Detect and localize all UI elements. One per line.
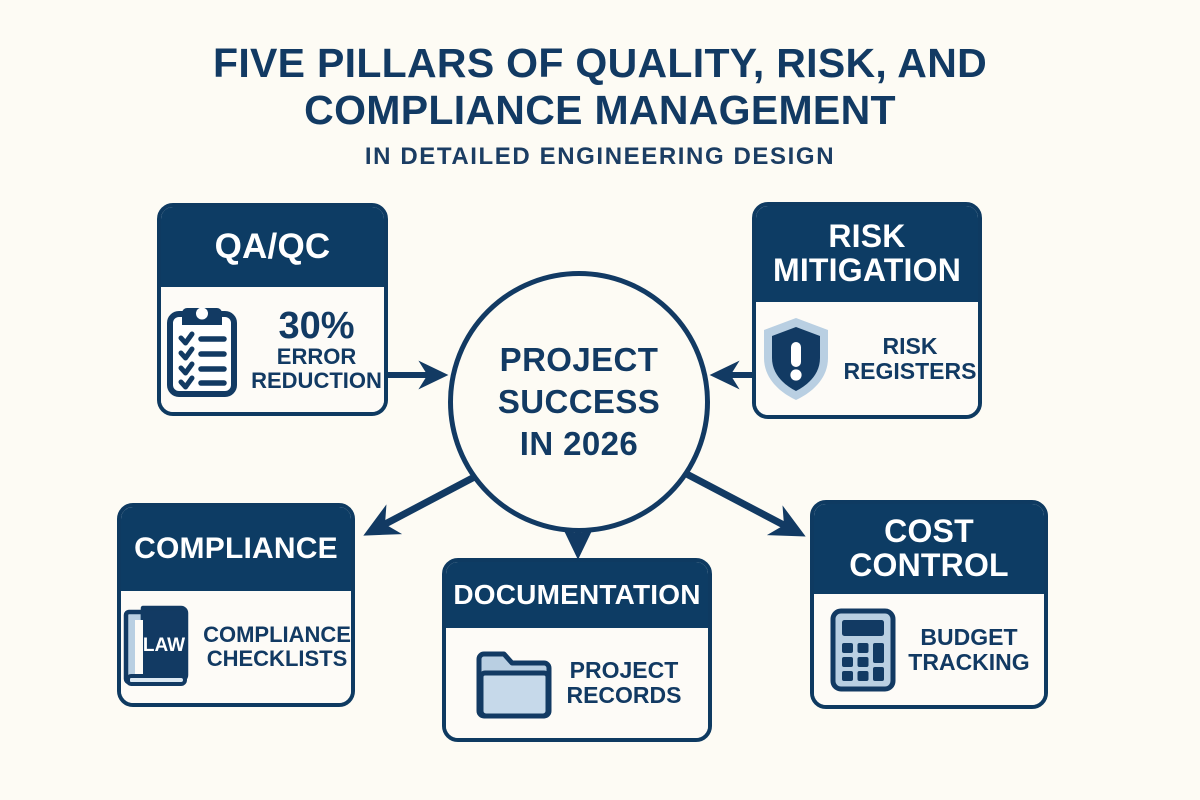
- arrow-center-to-cost: [677, 466, 806, 537]
- calculator-icon: [830, 608, 896, 691]
- pillar-card-compliance-title: COMPLIANCE: [134, 532, 338, 566]
- pillar-card-documentation[interactable]: DOCUMENTATION PROJECT RECORDS: [442, 558, 712, 742]
- page-title-line-1: FIVE PILLARS OF QUALITY, RISK, AND: [212, 40, 988, 86]
- pillar-card-qaqc-header: QA/QC: [161, 207, 384, 287]
- pillar-card-qaqc-title: QA/QC: [214, 227, 331, 267]
- risk-label-line-1: RISK: [882, 332, 938, 359]
- law-book-icon: LAW: [123, 605, 189, 686]
- pillar-card-documentation-header: DOCUMENTATION: [446, 562, 708, 628]
- page-subtitle: IN DETAILED ENGINEERING DESIGN: [364, 143, 836, 170]
- pillar-card-risk-header: RISK MITIGATION: [756, 206, 978, 302]
- compliance-label-line-1: COMPLIANCE: [203, 622, 351, 648]
- pillar-card-risk-label: RISK REGISTERS: [844, 334, 977, 383]
- pillar-card-compliance-header: COMPLIANCE: [121, 507, 351, 591]
- pillar-card-documentation-label: PROJECT RECORDS: [566, 658, 681, 707]
- pillar-card-documentation-body: PROJECT RECORDS: [446, 628, 708, 738]
- law-book-icon-text: LAW: [143, 635, 185, 656]
- cost-label-line-1: BUDGET: [920, 623, 1018, 650]
- pillar-card-qaqc-stat: 30% ERROR REDUCTION: [251, 307, 382, 392]
- compliance-label-line-2: CHECKLISTS: [206, 646, 348, 671]
- pillar-card-compliance-body: LAW COMPLIANCE CHECKLISTS: [121, 591, 351, 703]
- cost-label-line-2: TRACKING: [908, 648, 1030, 675]
- pillar-card-risk-body: RISK REGISTERS: [756, 302, 978, 415]
- center-hub-line-1: PROJECT: [499, 341, 659, 378]
- documentation-label-line-1: PROJECT: [569, 657, 679, 684]
- page-title-line-2: COMPLIANCE MANAGEMENT: [304, 87, 896, 133]
- center-hub-line-2: SUCCESS: [497, 383, 661, 420]
- center-hub-project-success: PROJECT SUCCESS IN 2026: [448, 271, 710, 533]
- pillar-card-cost-title-1: COST: [884, 513, 974, 550]
- pillar-card-cost-label: BUDGET TRACKING: [908, 625, 1029, 674]
- pillar-card-qaqc[interactable]: QA/QC: [157, 203, 388, 416]
- center-hub-line-3: IN 2026: [519, 425, 639, 462]
- qaqc-stat-value: 30%: [278, 304, 355, 347]
- title-block: FIVE PILLARS OF QUALITY, RISK, AND COMPL…: [0, 40, 1200, 171]
- pillar-card-risk-title-1: RISK: [828, 218, 906, 255]
- pillar-card-cost-header: COST CONTROL: [814, 504, 1044, 594]
- documentation-label-line-2: RECORDS: [566, 682, 682, 708]
- arrow-center-to-compliance: [363, 469, 484, 536]
- clipboard-checklist-icon: [167, 307, 238, 397]
- qaqc-stat-label-1: ERROR: [276, 343, 357, 369]
- pillar-card-compliance-label: COMPLIANCE CHECKLISTS: [203, 623, 351, 670]
- pillar-card-qaqc-body: 30% ERROR REDUCTION: [161, 287, 384, 412]
- risk-label-line-2: REGISTERS: [843, 357, 977, 384]
- folder-icon: [476, 651, 552, 719]
- pillar-card-risk-mitigation[interactable]: RISK MITIGATION RISK REGISTERS: [752, 202, 982, 419]
- shield-exclamation-icon: [763, 317, 828, 400]
- pillar-card-risk-title-2: MITIGATION: [772, 252, 962, 288]
- pillar-card-compliance[interactable]: COMPLIANCE LAW COMPLIANCE CHECKLISTS: [117, 503, 355, 707]
- pillar-card-cost-control[interactable]: COST CONTROL BUDGET: [810, 500, 1048, 709]
- qaqc-stat-label-2: REDUCTION: [251, 367, 382, 393]
- pillar-card-cost-title-2: CONTROL: [849, 547, 1009, 583]
- pillar-card-cost-body: BUDGET TRACKING: [814, 594, 1044, 705]
- pillar-card-documentation-title: DOCUMENTATION: [453, 579, 701, 611]
